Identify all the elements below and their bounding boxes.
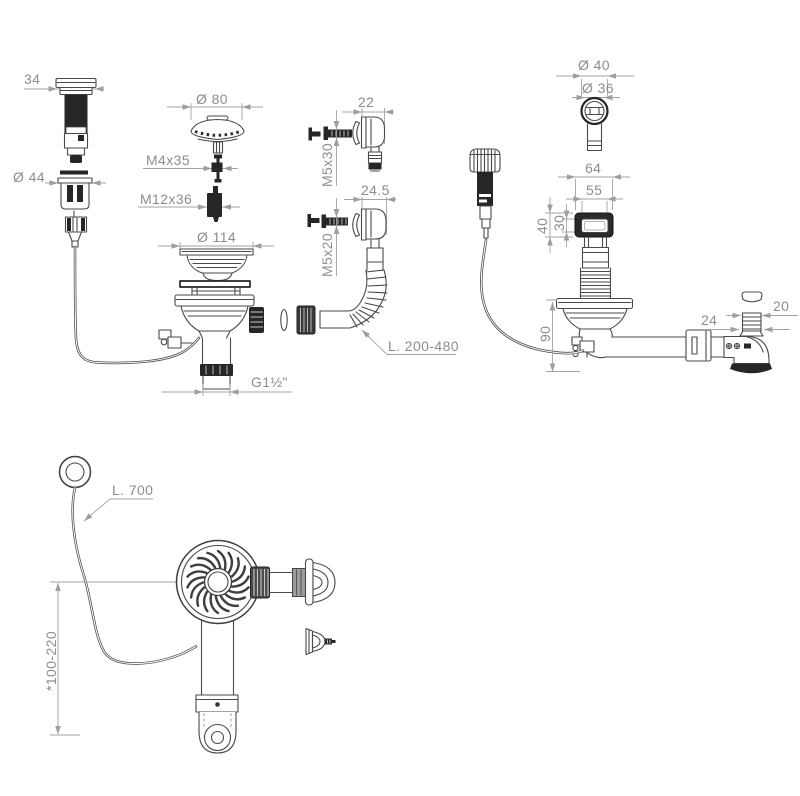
knob-cable [71, 486, 198, 665]
dim-nut-diameter: Ø 44 [13, 169, 45, 185]
hose-washer [280, 308, 288, 332]
drain-body [158, 280, 264, 390]
dim-outlet-outer: Ø 40 [578, 57, 610, 73]
swirl-grate [184, 549, 252, 615]
basket-plug-cap [190, 115, 245, 154]
dim-spigot-base: 24 [701, 312, 717, 328]
dim-outlet-thread: G1½" [251, 374, 288, 390]
overflow-outlet-front [580, 96, 609, 152]
hose-nut [296, 305, 316, 335]
overflow-cable-lever [571, 336, 595, 358]
cable-connector [64, 210, 88, 248]
dim-cover-inner-width: 55 [586, 182, 602, 198]
dim-head-a-screw: M5x30 [319, 143, 335, 187]
dim-cover-outer-width: 64 [585, 160, 601, 176]
overflow-drain-exploded: Ø 40 Ø 36 64 55 40 30 [469, 57, 798, 374]
overflow-cover [574, 212, 614, 300]
pull-cable [73, 245, 201, 365]
installed-view: L. 700 *100-220 [43, 455, 336, 754]
dim-spigot-tip: 20 [773, 298, 789, 314]
dim-flange-diameter: Ø 114 [197, 229, 236, 245]
tailpipe [195, 620, 239, 754]
dishwasher-spigot [739, 312, 764, 337]
screw-m5x30 [308, 126, 352, 141]
strainer-drain-exploded: Ø 80 M4x35 M12x36 [138, 91, 459, 396]
remote-knob [58, 455, 92, 489]
dim-hose-length: L. 200-480 [388, 338, 459, 354]
screw-m5x20 [307, 214, 348, 228]
overflow-drain-body [555, 291, 772, 374]
spigot-cap [741, 291, 763, 303]
pneumatic-button-exploded: 34 Ø 44 [13, 71, 201, 365]
dim-button-width: 34 [24, 71, 40, 87]
strainer-sieve [179, 248, 254, 282]
dim-cover-inner-height: 30 [551, 215, 567, 231]
lock-nut [57, 177, 93, 210]
dim-cover-outer-height: 40 [534, 218, 550, 234]
dim-head-a-width: 22 [358, 94, 374, 110]
bolt-m12x36 [207, 186, 222, 222]
flexible-overflow-hose [319, 247, 388, 329]
overflow-side-connection [250, 558, 336, 606]
dim-mounting-depth: *100-220 [43, 631, 59, 691]
cable-lever [158, 329, 193, 349]
pipe-coupler [685, 329, 712, 362]
dim-bolt-m12: M12x36 [140, 191, 192, 207]
seal-gasket [60, 170, 88, 175]
cable-actuator [469, 148, 501, 239]
actuator-cable [480, 238, 585, 355]
push-button-body [55, 77, 97, 163]
overflow-head-parts: 22 M5x30 24.5 [307, 94, 396, 277]
overflow-head-small [305, 627, 336, 656]
strainer-top-view [175, 539, 261, 625]
overflow-inlet-stub [249, 307, 264, 333]
screw-m4x35 [211, 154, 223, 183]
dim-outlet-inner: Ø 36 [582, 80, 614, 96]
overflow-head-b [352, 208, 387, 249]
dim-head-b-width: 24.5 [361, 182, 390, 198]
dim-cap-diameter: Ø 80 [196, 91, 228, 107]
dim-cable-length: L. 700 [112, 482, 153, 498]
dim-head-b-screw: M5x20 [319, 233, 335, 277]
overflow-head-a [352, 116, 386, 172]
dim-screw-m4: M4x35 [146, 152, 190, 168]
dim-body-height: 90 [537, 326, 553, 342]
outlet-elbow [723, 335, 772, 374]
